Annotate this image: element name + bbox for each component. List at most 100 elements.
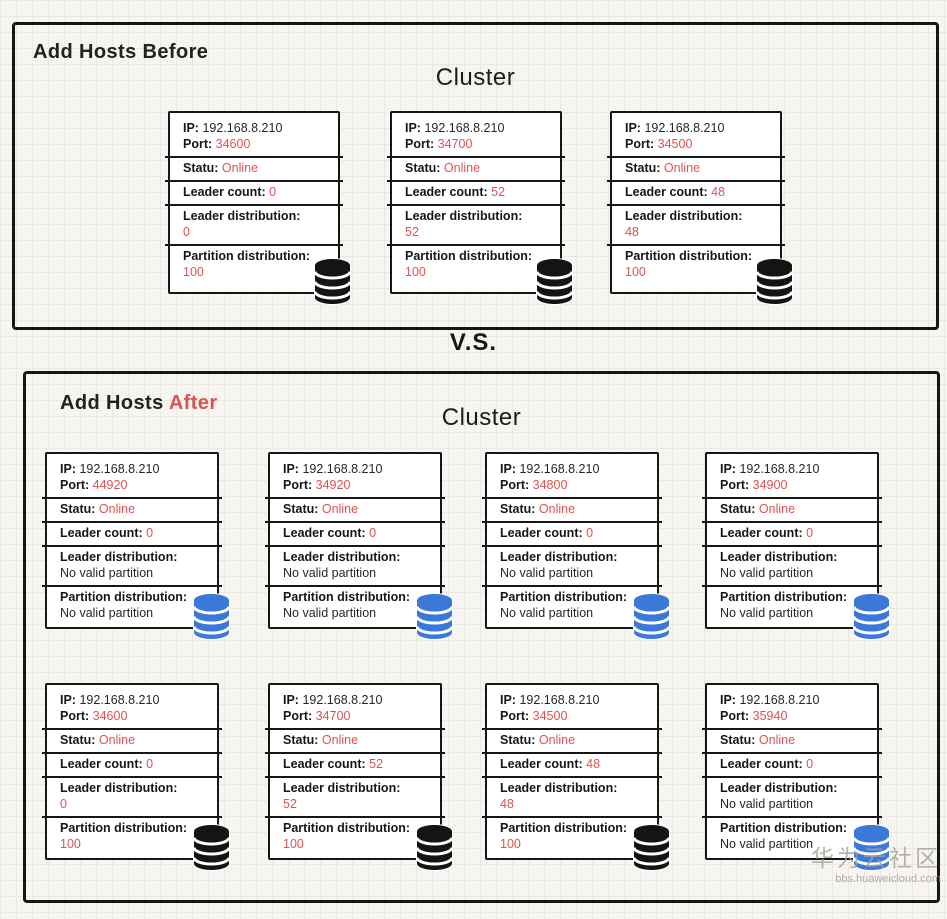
port-value: 34800 (532, 478, 568, 492)
watermark: 华为云社区 bbs.huaweicloud.com (811, 845, 941, 886)
port-label: Port: (720, 709, 750, 723)
database-icon (633, 593, 670, 640)
leader-count-value: 52 (369, 757, 384, 771)
card-section-address: IP: 192.168.8.210 Port: 34500 (487, 690, 657, 728)
leader-distribution-label: Leader distribution: (720, 550, 838, 564)
status-value: Online (663, 161, 701, 175)
partition-distribution-label: Partition distribution: (500, 821, 628, 835)
card-section-leader-distribution: Leader distribution: 52 (270, 778, 440, 816)
card-section-partition-distribution: Partition distribution: No valid partiti… (707, 818, 877, 856)
panel-after-title-red: After (168, 392, 218, 414)
status-line: Statu: Online (60, 501, 205, 517)
ip-line: IP: 192.168.8.210 (500, 692, 645, 708)
host-card: IP: 192.168.8.210 Port: 34600 Statu: Onl… (42, 683, 230, 871)
leader-distribution-label: Leader distribution: (183, 209, 301, 223)
leader-count-line: Leader count: 0 (60, 525, 205, 541)
leader-distribution-label: Leader distribution: (283, 550, 401, 564)
status-label: Statu: (283, 502, 319, 516)
ip-value: 192.168.8.210 (79, 693, 160, 707)
ip-value: 192.168.8.210 (202, 121, 283, 135)
ip-value: 192.168.8.210 (739, 693, 820, 707)
ip-label: IP: (60, 693, 76, 707)
ip-label: IP: (720, 462, 736, 476)
divider (702, 585, 882, 587)
host-card: IP: 192.168.8.210 Port: 35940 Statu: Onl… (702, 683, 890, 871)
leader-distribution-label: Leader distribution: (405, 209, 523, 223)
port-value: 34600 (215, 137, 251, 151)
card-section-address: IP: 192.168.8.210 Port: 35940 (707, 690, 877, 728)
card-section-address: IP: 192.168.8.210 Port: 34920 (270, 459, 440, 497)
divider (265, 585, 445, 587)
database-icon (633, 824, 670, 871)
card-section-address: IP: 192.168.8.210 Port: 44920 (47, 459, 217, 497)
database-icon (193, 593, 230, 640)
divider (265, 776, 445, 778)
port-label: Port: (60, 478, 90, 492)
divider (607, 156, 785, 158)
ip-label: IP: (625, 121, 641, 135)
leader-count-line: Leader count: 48 (500, 756, 645, 772)
port-value: 34920 (315, 478, 351, 492)
port-line: Port: 34600 (183, 136, 326, 152)
leader-count-line: Leader count: 0 (500, 525, 645, 541)
leader-count-value: 48 (586, 757, 601, 771)
status-line: Statu: Online (625, 160, 768, 176)
status-label: Statu: (405, 161, 441, 175)
card-section-status: Statu: Online (392, 158, 560, 180)
card-section-leader-count: Leader count: 52 (270, 754, 440, 776)
port-label: Port: (500, 709, 530, 723)
divider (607, 180, 785, 182)
port-line: Port: 34700 (283, 708, 428, 724)
leader-count-line: Leader count: 0 (720, 756, 865, 772)
port-label: Port: (720, 478, 750, 492)
port-label: Port: (283, 478, 313, 492)
leader-count-value: 0 (146, 526, 154, 540)
status-line: Statu: Online (405, 160, 548, 176)
partition-distribution-value: 100 (283, 837, 304, 851)
port-line: Port: 34900 (720, 477, 865, 493)
card-section-partition-distribution: Partition distribution: No valid partiti… (47, 587, 217, 625)
status-line: Statu: Online (60, 732, 205, 748)
leader-distribution-value: No valid partition (500, 566, 594, 580)
partition-distribution-value: 100 (500, 837, 521, 851)
card-section-leader-count: Leader count: 0 (47, 754, 217, 776)
ip-value: 192.168.8.210 (302, 462, 383, 476)
leader-distribution-value: 48 (500, 797, 514, 811)
card-section-leader-count: Leader count: 0 (270, 523, 440, 545)
partition-distribution-label: Partition distribution: (625, 249, 753, 263)
partition-distribution-value: No valid partition (60, 606, 154, 620)
leader-distribution-value: 0 (60, 797, 67, 811)
database-icon (193, 824, 230, 871)
port-line: Port: 35940 (720, 708, 865, 724)
database-icon (756, 258, 793, 305)
partition-distribution-label: Partition distribution: (283, 590, 411, 604)
leader-distribution-label: Leader distribution: (60, 781, 178, 795)
card-section-leader-count: Leader count: 52 (392, 182, 560, 204)
card-section-leader-distribution: Leader distribution: 52 (392, 206, 560, 244)
card-section-partition-distribution: Partition distribution: 100 (47, 818, 217, 856)
divider (165, 156, 343, 158)
partition-distribution-label: Partition distribution: (500, 590, 628, 604)
host-card: IP: 192.168.8.210 Port: 34600 Statu: Onl… (165, 111, 351, 305)
cluster-heading-after: Cluster (441, 404, 522, 431)
card-section-leader-count: Leader count: 0 (170, 182, 338, 204)
port-line: Port: 34920 (283, 477, 428, 493)
divider (387, 156, 565, 158)
port-value: 34900 (752, 478, 788, 492)
card-section-address: IP: 192.168.8.210 Port: 34600 (170, 118, 338, 156)
host-card: IP: 192.168.8.210 Port: 34920 Statu: Onl… (265, 452, 453, 640)
card-section-leader-count: Leader count: 0 (707, 523, 877, 545)
ip-line: IP: 192.168.8.210 (283, 461, 428, 477)
card-section-partition-distribution: Partition distribution: 100 (392, 246, 560, 284)
divider (42, 545, 222, 547)
divider (387, 204, 565, 206)
ip-value: 192.168.8.210 (79, 462, 160, 476)
port-value: 34700 (437, 137, 473, 151)
divider (482, 585, 662, 587)
leader-count-line: Leader count: 0 (60, 756, 205, 772)
card-section-leader-count: Leader count: 0 (707, 754, 877, 776)
divider (265, 545, 445, 547)
divider (702, 497, 882, 499)
card-section-status: Statu: Online (707, 730, 877, 752)
ip-value: 192.168.8.210 (739, 462, 820, 476)
